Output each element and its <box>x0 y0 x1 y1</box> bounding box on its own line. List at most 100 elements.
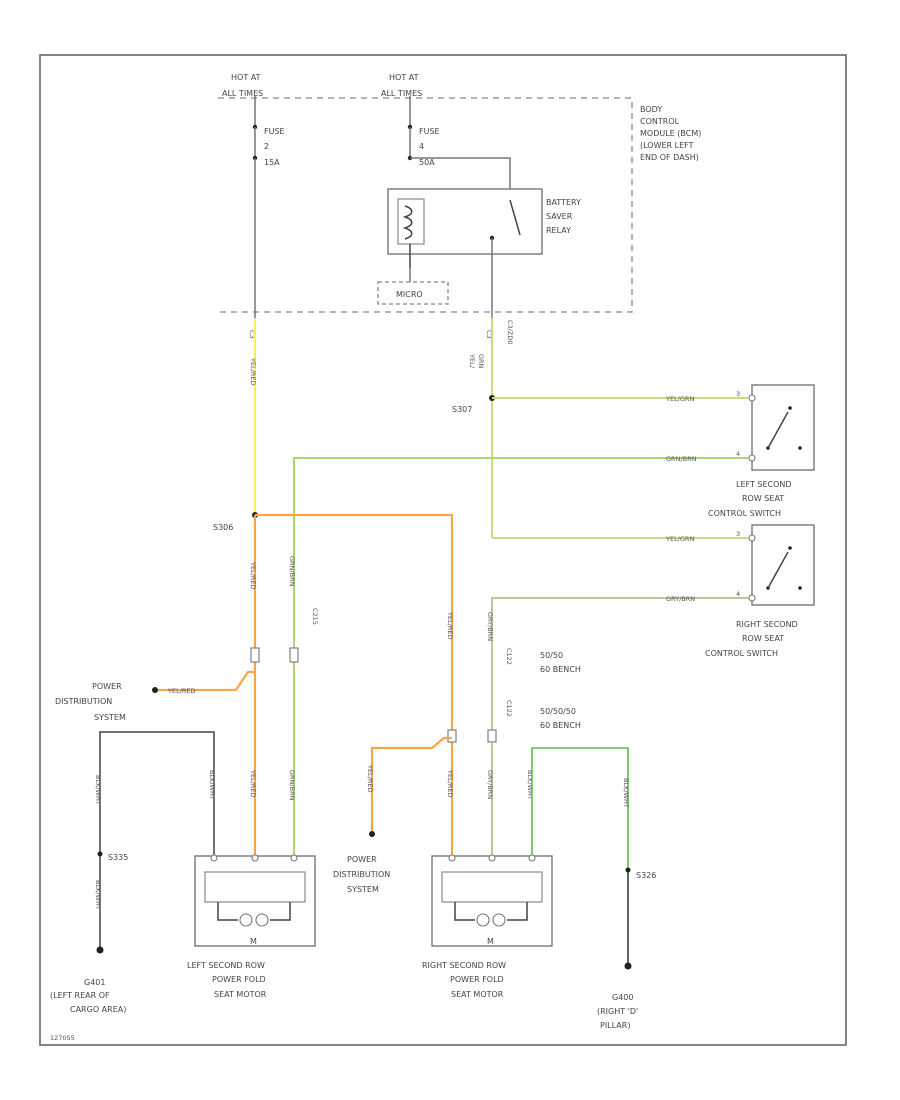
bcm-label: BODY CONTROL MODULE (BCM) (LOWER LEFT EN… <box>640 105 701 162</box>
ground-g400-label: G400 (RIGHT 'D' PILLAR) <box>597 993 638 1030</box>
svg-text:CONTROL SWITCH: CONTROL SWITCH <box>705 649 778 658</box>
label-yel-red-top: YEL/RED <box>249 357 257 386</box>
svg-text:FUSE: FUSE <box>264 127 285 136</box>
right-second-row-power-fold-seat-motor: M <box>431 854 553 947</box>
ground-g401-label: G401 (LEFT REAR OF CARGO AREA) <box>50 978 126 1014</box>
wire-relay-feed <box>410 157 511 200</box>
left-second-row-power-fold-seat-motor: M <box>194 854 316 947</box>
svg-text:50/50/50: 50/50/50 <box>540 707 576 716</box>
svg-text:PILLAR): PILLAR) <box>600 1021 630 1030</box>
label-yel-red-right: YEL/RED <box>446 611 454 640</box>
svg-text:M: M <box>250 937 257 946</box>
svg-text:GRY/BRN: GRY/BRN <box>666 595 695 603</box>
svg-text:YEL/RED: YEL/RED <box>249 769 257 798</box>
wire-pds-center <box>370 736 452 832</box>
fuse-2-left: FUSE 2 15A <box>252 96 285 167</box>
label-s335: S335 <box>108 853 128 862</box>
svg-text:END OF DASH): END OF DASH) <box>640 153 699 162</box>
label-blk-right: BLK/WHT <box>622 778 630 808</box>
svg-text:4: 4 <box>736 590 740 598</box>
ground-g400-node <box>624 962 632 970</box>
label-yel-grn-2: GRN <box>477 354 485 369</box>
svg-text:50/50: 50/50 <box>540 651 563 660</box>
svg-text:ALL TIMES: ALL TIMES <box>381 89 422 98</box>
svg-text:M: M <box>487 937 494 946</box>
battery-saver-relay: BATTERY SAVER RELAY <box>387 188 581 268</box>
svg-text:POWER FOLD: POWER FOLD <box>212 975 266 984</box>
svg-text:YEL/RED: YEL/RED <box>446 769 454 798</box>
connector-c122: C122 C122 <box>447 648 513 743</box>
svg-text:(RIGHT 'D': (RIGHT 'D' <box>597 1007 638 1016</box>
hot-at-all-times-right: HOT AT ALL TIMES <box>381 73 422 98</box>
svg-text:G401: G401 <box>84 978 105 987</box>
wire-c3-label: C3/ZD0 <box>506 320 514 344</box>
micro-block: MICRO <box>377 281 449 305</box>
bcm-boundary <box>218 97 633 313</box>
svg-text:RIGHT SECOND ROW: RIGHT SECOND ROW <box>422 961 506 970</box>
svg-text:GRN/BRN: GRN/BRN <box>288 770 296 801</box>
bcm-pin-left: C3 <box>248 330 256 339</box>
svg-text:ROW SEAT: ROW SEAT <box>742 634 784 643</box>
svg-text:SAVER: SAVER <box>546 212 573 221</box>
label-gry-brn-right: GRY/BRN <box>486 612 494 641</box>
svg-text:LEFT SECOND ROW: LEFT SECOND ROW <box>187 961 265 970</box>
right-motor-wire-labels: YEL/RED GRY/BRN BLK/WHT <box>446 769 534 800</box>
svg-text:C122: C122 <box>505 700 513 717</box>
svg-text:SEAT MOTOR: SEAT MOTOR <box>214 990 267 999</box>
right-motor-label: RIGHT SECOND ROW POWER FOLD SEAT MOTOR <box>422 961 506 999</box>
svg-text:MODULE (BCM): MODULE (BCM) <box>640 129 701 138</box>
svg-text:4: 4 <box>419 142 424 151</box>
diagram-frame <box>39 54 847 1046</box>
svg-text:GRN/BRN: GRN/BRN <box>666 455 697 463</box>
svg-text:(LEFT REAR OF: (LEFT REAR OF <box>50 991 110 1000</box>
wire-right-switch-pin4 <box>491 597 748 730</box>
svg-text:3: 3 <box>736 390 740 398</box>
label-s306: S306 <box>213 523 233 532</box>
pds-left-node <box>152 687 158 693</box>
right-switch-label: RIGHT SECOND ROW SEAT CONTROL SWITCH <box>705 620 798 658</box>
label-yel-red-mid: YEL/RED <box>249 561 257 590</box>
wire-left-switch-pin4 <box>293 457 748 648</box>
svg-text:50A: 50A <box>419 158 435 167</box>
hot-at-all-times-left: HOT AT ALL TIMES <box>222 73 263 98</box>
label-grn-brn-mid: GRN/BRN <box>288 556 296 587</box>
svg-text:YEL/GRN: YEL/GRN <box>665 535 694 543</box>
left-second-row-seat-control-switch[interactable]: 3 4 <box>736 384 815 471</box>
svg-text:POWER: POWER <box>347 855 377 864</box>
bench-option-labels: 50/50 60 BENCH 50/50/50 60 BENCH <box>540 651 581 730</box>
svg-text:HOT AT: HOT AT <box>231 73 261 82</box>
svg-text:C122: C122 <box>505 648 513 665</box>
pds-center-wire-label: YEL/RED <box>366 764 374 793</box>
left-switch-label: LEFT SECOND ROW SEAT CONTROL SWITCH <box>708 480 792 518</box>
svg-text:ALL TIMES: ALL TIMES <box>222 89 263 98</box>
svg-text:DISTRIBUTION: DISTRIBUTION <box>333 870 390 879</box>
svg-text:POWER FOLD: POWER FOLD <box>450 975 504 984</box>
pds-left-wire-label: YEL/RED <box>167 687 196 695</box>
svg-text:RELAY: RELAY <box>546 226 571 235</box>
svg-text:HOT AT: HOT AT <box>389 73 419 82</box>
label-blk-left-2: BLK/WHT <box>94 880 102 910</box>
svg-text:RIGHT SECOND: RIGHT SECOND <box>736 620 798 629</box>
svg-text:POWER: POWER <box>92 682 122 691</box>
svg-text:MICRO: MICRO <box>396 290 423 299</box>
svg-text:BLK/WHT: BLK/WHT <box>208 770 216 800</box>
svg-text:YEL/GRN: YEL/GRN <box>665 395 694 403</box>
wire-blk-wht-left <box>99 731 215 948</box>
bcm-pin-right: C3 <box>485 330 493 339</box>
svg-text:(LOWER LEFT: (LOWER LEFT <box>640 141 694 150</box>
right-second-row-seat-control-switch[interactable]: 3 4 <box>736 524 815 606</box>
svg-text:SEAT MOTOR: SEAT MOTOR <box>451 990 504 999</box>
wire-yel-red-to-right-motor <box>255 513 454 858</box>
label-s326: S326 <box>636 871 656 880</box>
svg-text:GRY/BRN: GRY/BRN <box>486 770 494 799</box>
pds-left-label: POWER DISTRIBUTION SYSTEM <box>55 682 126 722</box>
svg-text:ROW SEAT: ROW SEAT <box>742 494 784 503</box>
svg-text:60 BENCH: 60 BENCH <box>540 721 581 730</box>
svg-text:3: 3 <box>736 530 740 538</box>
splice-s326 <box>625 867 631 873</box>
footer-code: 127055 <box>50 1034 75 1042</box>
svg-text:C215: C215 <box>311 608 319 625</box>
svg-text:DISTRIBUTION: DISTRIBUTION <box>55 697 112 706</box>
svg-text:FUSE: FUSE <box>419 127 440 136</box>
